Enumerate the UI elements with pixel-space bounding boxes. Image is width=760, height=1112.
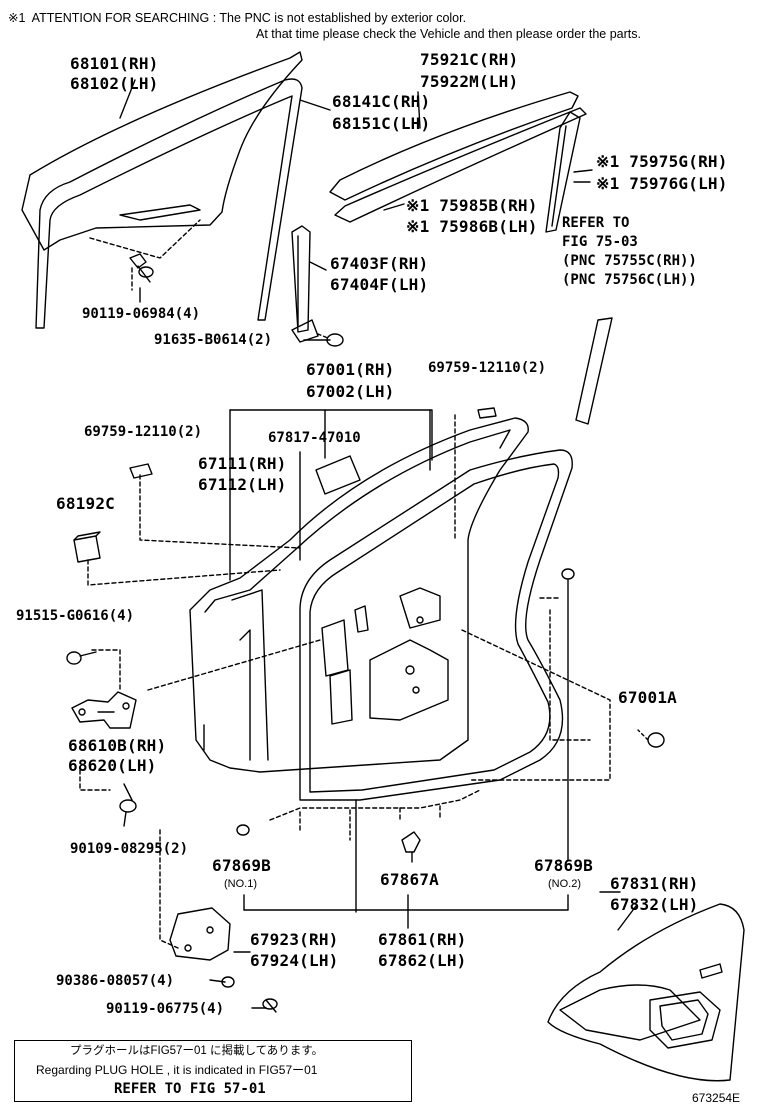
part-68101[interactable]: 68101(RH) [70, 54, 159, 73]
service-hole-cover [315, 455, 361, 495]
door-weatherstrip [299, 449, 573, 801]
plug-note-refer-link[interactable]: REFER TO FIG 57-01 [114, 1081, 266, 1097]
part-69759-right[interactable]: 69759-12110(2) [428, 360, 547, 376]
attention-note-line1: ※1 ATTENTION FOR SEARCHING : The PNC is … [8, 11, 467, 25]
door-panel [189, 417, 529, 773]
clip-a [129, 463, 153, 479]
part-67001a[interactable]: 67001A [618, 688, 677, 707]
refer-pnc-lh: (PNC 75756C(LH)) [562, 272, 697, 288]
retainer-clip [401, 831, 421, 863]
part-68151c[interactable]: 68151C(LH) [332, 114, 431, 133]
part-67111[interactable]: 67111(RH) [198, 454, 287, 473]
clip-no1-label: (NO.1) [224, 878, 257, 890]
door-glass [21, 51, 303, 251]
part-67869b-no2[interactable]: 67869B [534, 856, 593, 875]
belt-moulding [329, 91, 587, 223]
refer-fig-label: REFER TO [562, 215, 630, 231]
part-68141c[interactable]: 68141C(RH) [332, 92, 431, 111]
door-hinge [71, 691, 137, 729]
part-75975g[interactable]: ※1 75975G(RH) [596, 152, 728, 171]
division-bar [291, 225, 344, 347]
hinge-bolt [66, 651, 97, 665]
clip-b [477, 407, 497, 419]
part-75921c[interactable]: 75921C(RH) [420, 50, 519, 69]
part-67112[interactable]: 67112(LH) [198, 475, 287, 494]
part-75976g[interactable]: ※1 75976G(LH) [596, 174, 728, 193]
glass-run [35, 78, 303, 329]
part-68610b[interactable]: 68610B(RH) [68, 736, 167, 755]
part-68620[interactable]: 68620(LH) [68, 756, 157, 775]
frame-garnish [545, 111, 581, 233]
part-68192c[interactable]: 68192C [56, 494, 115, 513]
plug-hole-note-box [14, 1040, 412, 1102]
glass-bolt [129, 253, 154, 283]
stopper-block [73, 531, 101, 563]
part-67867a[interactable]: 67867A [380, 870, 439, 889]
door-trim-panel [547, 903, 745, 1082]
part-67001[interactable]: 67001(RH) [306, 360, 395, 379]
part-90386-08057[interactable]: 90386-08057(4) [56, 973, 175, 989]
weatherstrip-clip [236, 568, 575, 861]
refer-pnc-rh: (PNC 75755C(RH)) [562, 253, 697, 269]
clip-no2-label: (NO.2) [548, 878, 581, 890]
part-75922m[interactable]: 75922M(LH) [420, 72, 519, 91]
part-67002[interactable]: 67002(LH) [306, 382, 395, 401]
part-75985b[interactable]: ※1 75985B(RH) [406, 196, 538, 215]
bracket-bolts [221, 976, 278, 1013]
rear-garnish [575, 317, 613, 425]
part-67831[interactable]: 67831(RH) [610, 874, 699, 893]
part-67404f[interactable]: 67404F(LH) [330, 275, 429, 294]
leader-dashed-door [79, 414, 611, 949]
hinge-bolt-lower [119, 799, 137, 827]
door-clip [637, 729, 665, 748]
lower-bracket [169, 907, 231, 961]
part-91635-b0614[interactable]: 91635-B0614(2) [154, 332, 273, 348]
leader-lines [119, 79, 637, 1009]
part-67869b-no1[interactable]: 67869B [212, 856, 271, 875]
plug-note-japanese: プラグホールはFIG57ー01 に掲載してあります。 [70, 1045, 324, 1057]
part-67817[interactable]: 67817-47010 [268, 430, 361, 446]
attention-note-line2: At that time please check the Vehicle an… [256, 27, 641, 41]
door-inner-holes [321, 587, 449, 725]
part-67923[interactable]: 67923(RH) [250, 930, 339, 949]
part-90109-08295[interactable]: 90109-08295(2) [70, 841, 189, 857]
part-90119-06775[interactable]: 90119-06775(4) [106, 1001, 225, 1017]
part-90119-06984[interactable]: 90119-06984(4) [82, 306, 201, 322]
part-69759-left[interactable]: 69759-12110(2) [84, 424, 203, 440]
part-68102[interactable]: 68102(LH) [70, 74, 159, 93]
refer-fig-number[interactable]: FIG 75-03 [562, 234, 638, 250]
part-67924[interactable]: 67924(LH) [250, 951, 339, 970]
part-75986b[interactable]: ※1 75986B(LH) [406, 217, 538, 236]
leader-dashed-glass [89, 219, 201, 291]
plug-note-english: Regarding PLUG HOLE , it is indicated in… [36, 1063, 318, 1077]
part-67862[interactable]: 67862(LH) [378, 951, 467, 970]
part-67403f[interactable]: 67403F(RH) [330, 254, 429, 273]
figure-id: 673254E [692, 1091, 741, 1105]
part-67832[interactable]: 67832(LH) [610, 895, 699, 914]
part-91515-g0616[interactable]: 91515-G0616(4) [16, 608, 135, 624]
part-67861[interactable]: 67861(RH) [378, 930, 467, 949]
